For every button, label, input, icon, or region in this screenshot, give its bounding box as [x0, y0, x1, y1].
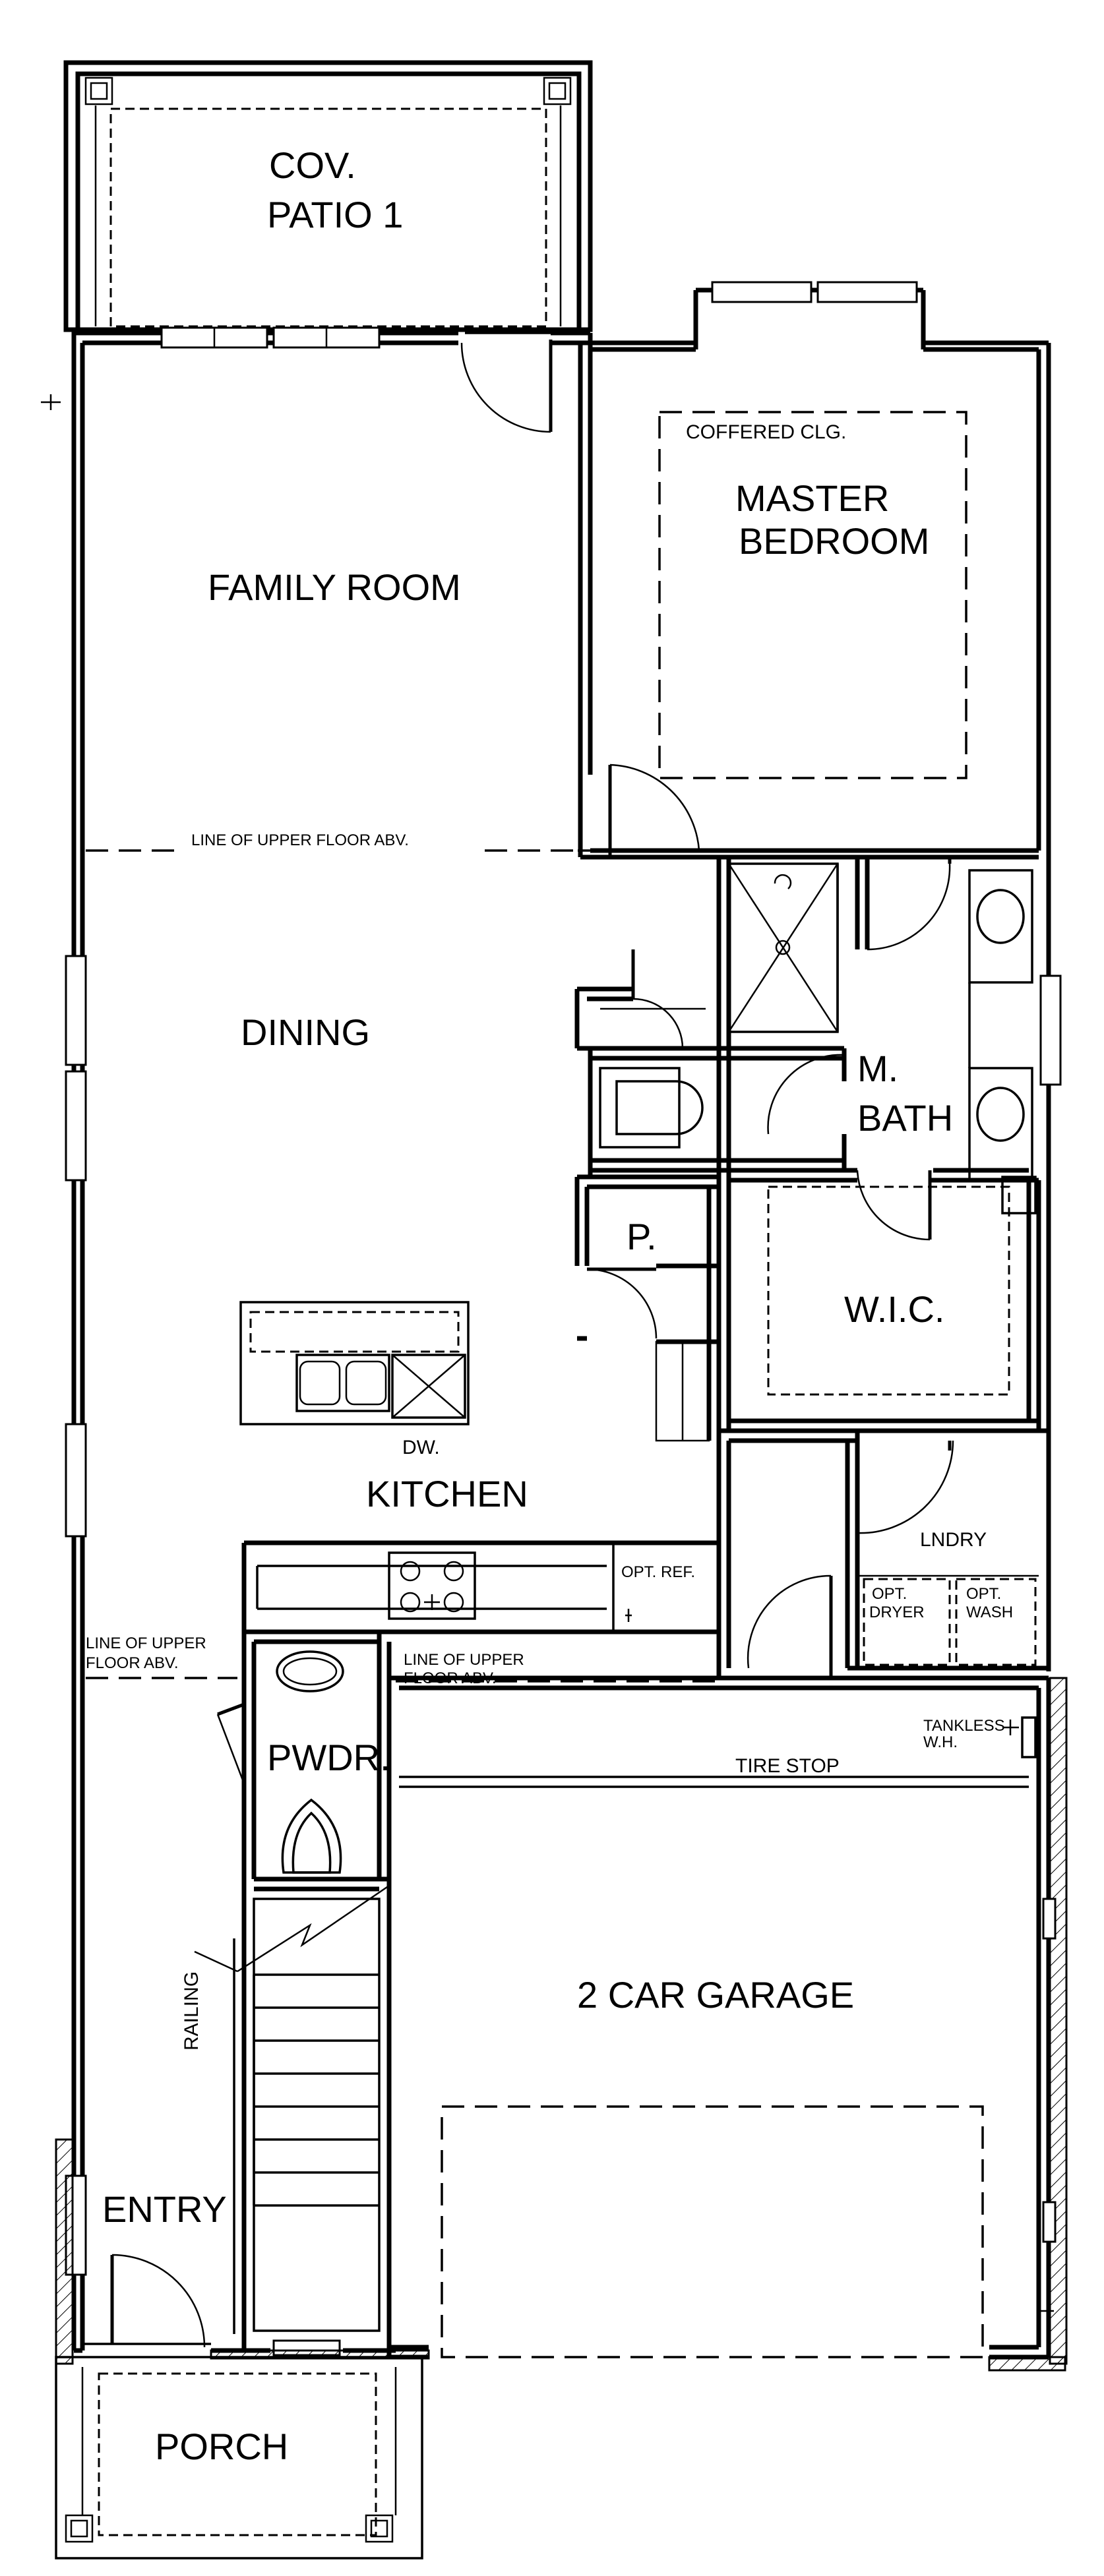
tankless-label-2: W.H.	[923, 1733, 958, 1751]
tankless-label-1: TANKLESS	[923, 1717, 1005, 1735]
lndry-label: LNDRY	[920, 1529, 987, 1551]
opt-ref-label: OPT. REF.	[621, 1563, 695, 1581]
cov-patio-label-2: PATIO 1	[267, 194, 403, 235]
walk-in-closet: W.I.C.	[729, 1178, 1049, 1433]
powder-room: PWDR.	[216, 1632, 392, 2357]
opt-wash-label-2: WASH	[966, 1603, 1013, 1621]
upper-floor-note-3a: LINE OF UPPER	[404, 1651, 524, 1669]
kitchen-label: KITCHEN	[366, 1473, 528, 1514]
upper-floor-note-2a: LINE OF UPPER	[86, 1634, 206, 1652]
porch-label: PORCH	[155, 2426, 288, 2467]
opt-dryer-label-2: DRYER	[869, 1603, 925, 1621]
pantry: P.	[574, 1174, 719, 1442]
upper-floor-note-1: LINE OF UPPER FLOOR ABV.	[191, 831, 409, 849]
tire-stop-label: TIRE STOP	[735, 1755, 840, 1777]
laundry: LNDRY OPT. DRYER OPT. WASH	[716, 1428, 1049, 1681]
patio-door	[460, 332, 553, 433]
master-bedroom-label-1: MASTER	[735, 477, 889, 519]
family-room-label: FAMILY ROOM	[208, 566, 461, 608]
railing-label: RAILING	[181, 1971, 202, 2051]
master-bedroom-label-2: BEDROOM	[739, 520, 929, 562]
garage: TIRE STOP TANKLESS W.H. 2 CAR GARAGE	[210, 1675, 1068, 2372]
dining-label: DINING	[241, 1011, 370, 1053]
pantry-label: P.	[627, 1216, 657, 1257]
entry-label: ENTRY	[102, 2188, 227, 2230]
opt-wash-label-1: OPT.	[966, 1585, 1001, 1603]
opt-dryer-label-1: OPT.	[872, 1585, 907, 1603]
upper-floor-note-2b: FLOOR ABV.	[86, 1654, 179, 1672]
wic-label: W.I.C.	[844, 1288, 944, 1330]
pwdr-label: PWDR.	[267, 1737, 390, 1778]
stairs: RAILING	[181, 1884, 390, 2334]
m-bath-label-1: M.	[857, 1048, 898, 1089]
upper-floor-line-2: LINE OF UPPER FLOOR ABV. LINE OF UPPER F…	[86, 1634, 719, 1687]
upper-floor-line-1: LINE OF UPPER FLOOR ABV.	[86, 831, 600, 852]
kitchen-counter: OPT. REF.	[241, 1540, 720, 1634]
garage-label: 2 CAR GARAGE	[577, 1974, 854, 2016]
coffered-ceiling-label: COFFERED CLG.	[686, 421, 846, 443]
cov-patio-label-1: COV.	[269, 144, 356, 186]
porch: PORCH	[55, 2356, 423, 2560]
master-bath: M. BATH	[574, 857, 1037, 1441]
kitchen-island: DW.	[239, 1301, 470, 1458]
dw-label: DW.	[402, 1437, 440, 1458]
m-bath-label-2: BATH	[857, 1097, 953, 1139]
master-bedroom: COFFERED CLG. MASTER BEDROOM	[608, 411, 967, 857]
